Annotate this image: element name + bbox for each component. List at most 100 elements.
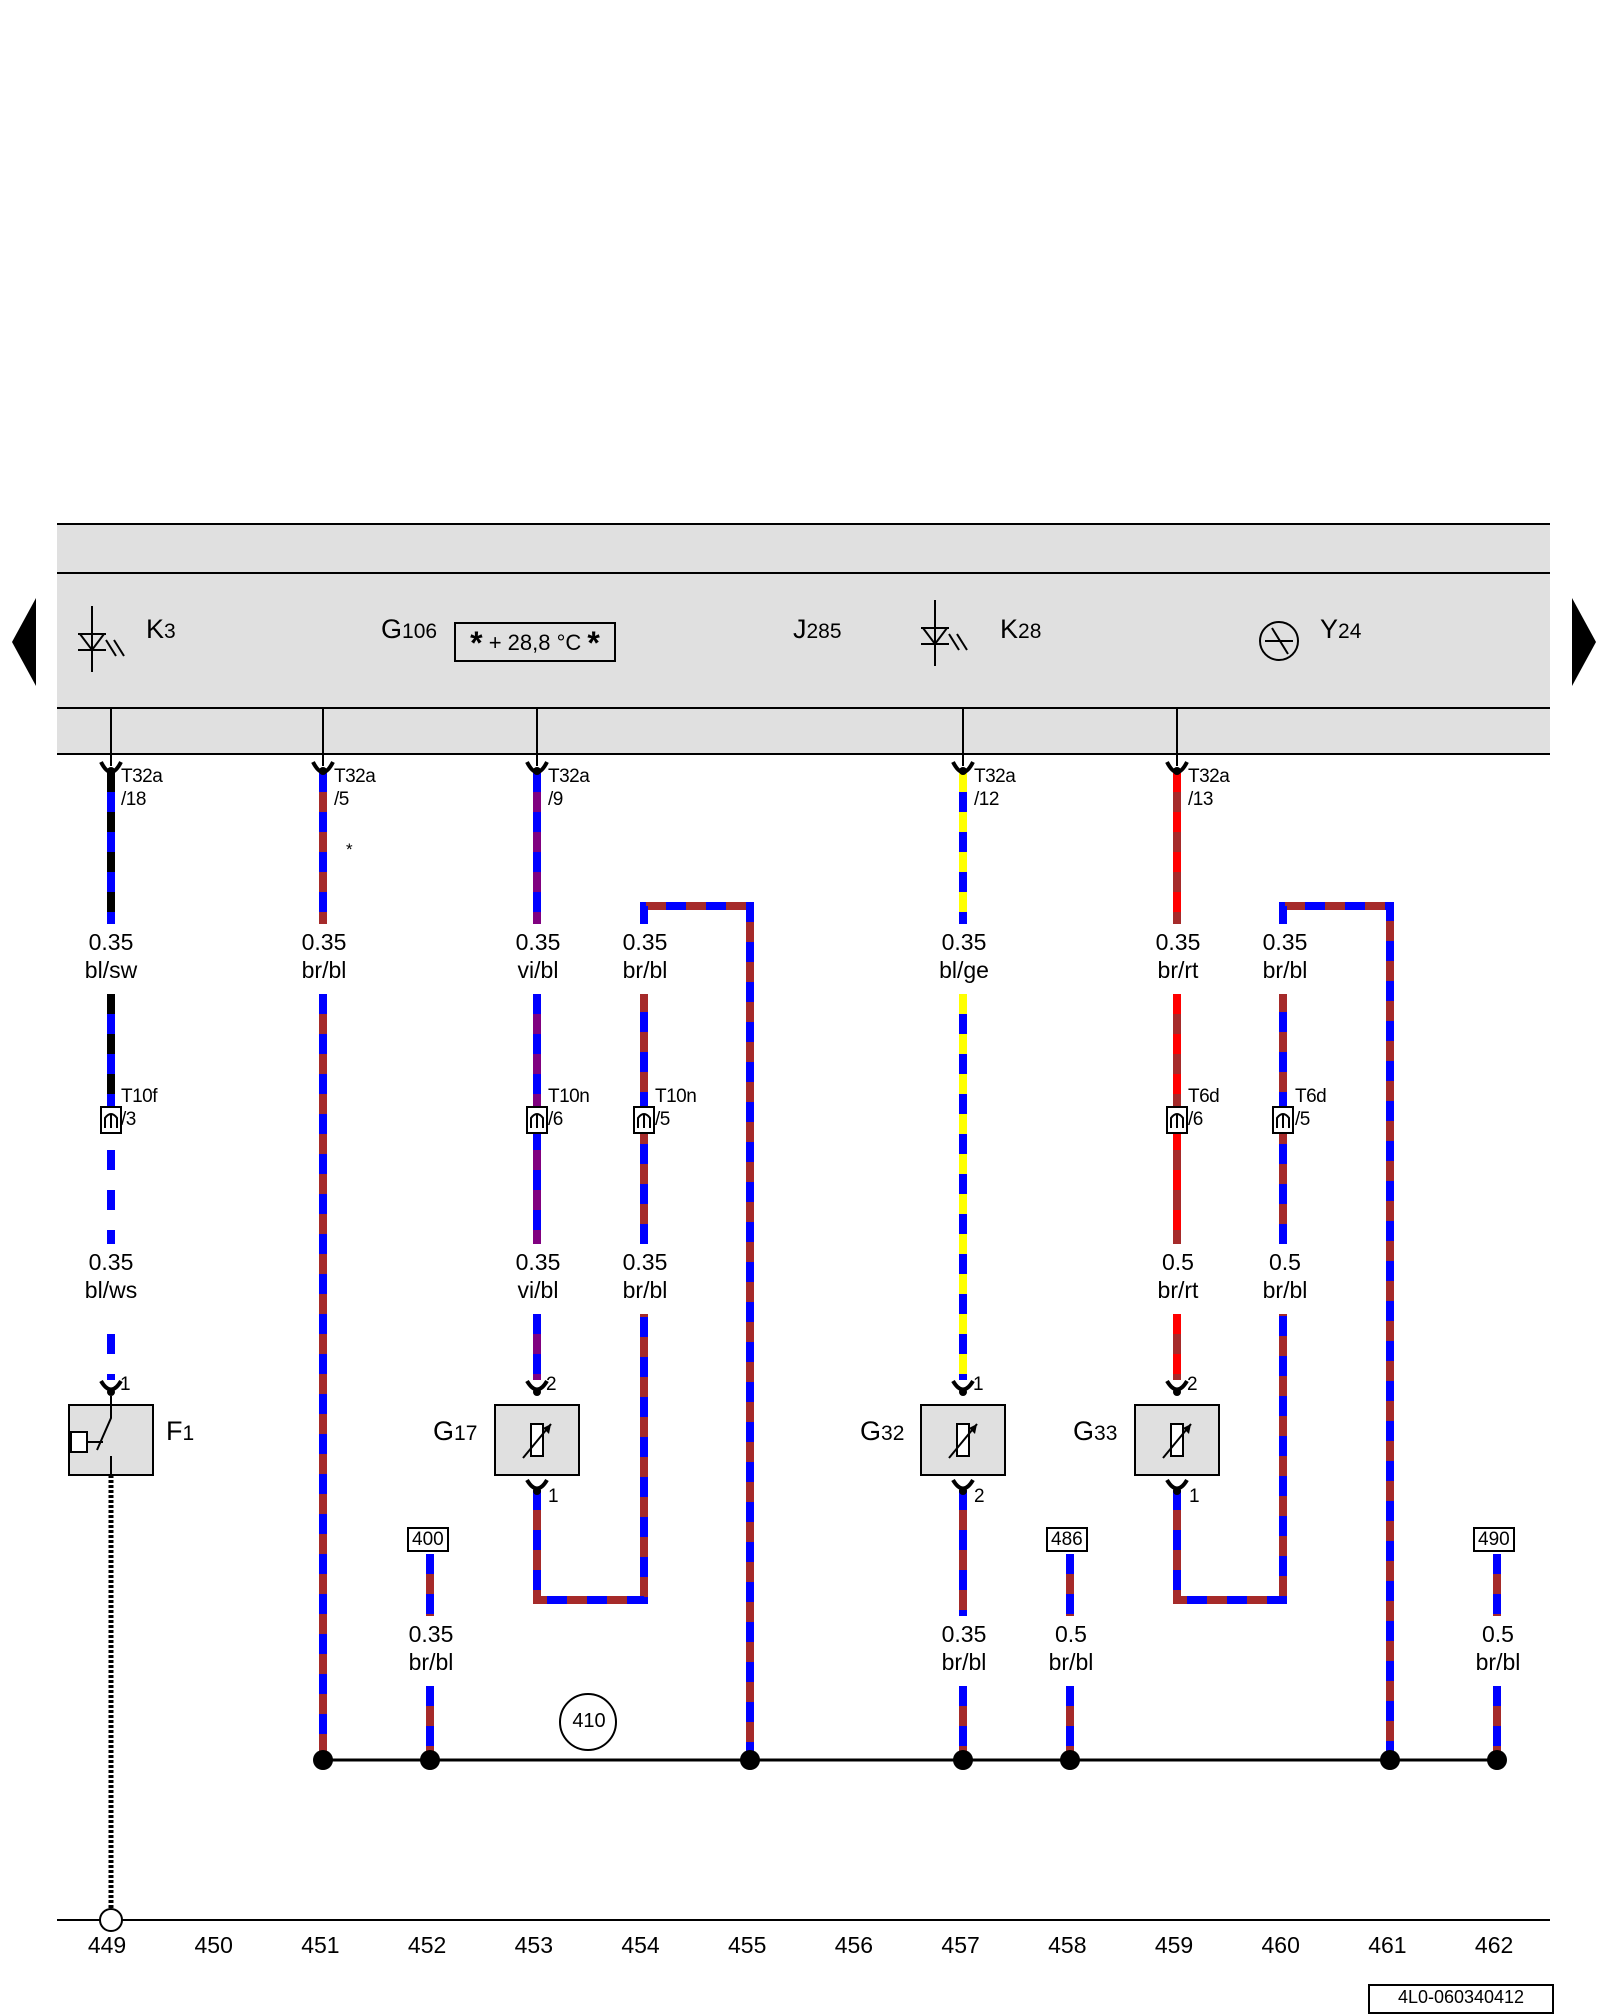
component-g32-label: G32 bbox=[860, 1416, 905, 1446]
pin-number: 1 bbox=[120, 1374, 131, 1395]
connector-label: T32a/18 bbox=[121, 766, 163, 810]
temperature-display: * + 28,8 °C * bbox=[454, 622, 616, 662]
ground-point-label: 410 bbox=[572, 1710, 606, 1732]
component-pin-icon bbox=[533, 1487, 541, 1495]
reference-box[interactable]: 400 bbox=[407, 1527, 449, 1552]
component-g33-label: G33 bbox=[1073, 1416, 1118, 1446]
connector-label: T32a/9 bbox=[548, 766, 590, 810]
junction-dot bbox=[1060, 1750, 1080, 1770]
pin-number: 1 bbox=[1189, 1486, 1200, 1507]
component-pin-icon bbox=[107, 1388, 115, 1396]
track-number: 451 bbox=[301, 1932, 340, 1958]
reference-box[interactable]: 486 bbox=[1046, 1527, 1088, 1552]
diagram-code: 4L0-060340412 bbox=[1368, 1984, 1554, 2014]
junction-dot bbox=[313, 1750, 333, 1770]
wire-segment bbox=[1279, 902, 1394, 1760]
component-g17-label: G17 bbox=[433, 1416, 478, 1446]
led-icon bbox=[921, 600, 968, 666]
connector-label: T10f/3 bbox=[121, 1086, 158, 1130]
track-number: 456 bbox=[834, 1932, 874, 1958]
connector-pin-icon bbox=[959, 767, 967, 775]
track-number: 460 bbox=[1261, 1932, 1300, 1958]
reference-box[interactable]: 490 bbox=[1473, 1527, 1515, 1552]
track-number: 454 bbox=[621, 1932, 660, 1958]
track-number: 449 bbox=[87, 1932, 127, 1958]
track-number: 458 bbox=[1048, 1932, 1087, 1958]
junction-dot bbox=[1487, 1750, 1507, 1770]
component-k28-label: K28 bbox=[1000, 614, 1042, 644]
connector-pin-icon bbox=[107, 767, 115, 775]
switch-icon bbox=[70, 1431, 88, 1453]
track-number: 459 bbox=[1154, 1932, 1194, 1958]
connector-label: T10n/5 bbox=[655, 1086, 697, 1130]
pin-number: 1 bbox=[973, 1374, 984, 1395]
wire-segment bbox=[640, 902, 754, 1760]
ground-point-circle bbox=[559, 1693, 617, 1751]
component-k3-label: K3 bbox=[146, 614, 176, 644]
connector-label: T32a/13 bbox=[1188, 766, 1230, 810]
track-number: 457 bbox=[941, 1932, 980, 1958]
connector-pin-icon bbox=[533, 767, 541, 775]
junction-dot bbox=[953, 1750, 973, 1770]
wire-segment bbox=[640, 902, 754, 1760]
connector-label: T10n/6 bbox=[548, 1086, 590, 1130]
indicator-icon bbox=[1259, 621, 1299, 661]
next-page-arrow-icon[interactable] bbox=[1572, 598, 1596, 686]
track-number: 450 bbox=[194, 1932, 233, 1958]
connector-label: T32a/5 bbox=[334, 766, 376, 810]
component-pin-icon bbox=[959, 1487, 967, 1495]
component-pin-icon bbox=[533, 1388, 541, 1396]
connector-pin-icon bbox=[1173, 767, 1181, 775]
junction-dot bbox=[420, 1750, 440, 1770]
track-number: 461 bbox=[1368, 1932, 1407, 1958]
component-y24-label: Y24 bbox=[1320, 614, 1362, 644]
component-pin-icon bbox=[1173, 1388, 1181, 1396]
component-f1-label: F1 bbox=[166, 1416, 195, 1446]
pin-number: 2 bbox=[974, 1486, 985, 1507]
connector-label: T6d/6 bbox=[1188, 1086, 1220, 1130]
connector-label: T6d/5 bbox=[1295, 1086, 1327, 1130]
component-j285-label: J285 bbox=[793, 614, 842, 644]
sensor-icon bbox=[969, 1424, 977, 1434]
junction-dot bbox=[740, 1750, 760, 1770]
track-number: 453 bbox=[514, 1932, 553, 1958]
track-number: 455 bbox=[728, 1932, 767, 1958]
component-pin-icon bbox=[959, 1388, 967, 1396]
sensor-icon bbox=[1183, 1424, 1191, 1434]
component-g106-label: G106 bbox=[381, 614, 438, 644]
sensor-icon bbox=[543, 1424, 551, 1434]
track-number: 462 bbox=[1474, 1932, 1514, 1958]
component-pin-icon bbox=[1173, 1487, 1181, 1495]
track-number: 452 bbox=[407, 1932, 447, 1958]
led-icon bbox=[78, 606, 125, 672]
pin-number: 2 bbox=[1187, 1374, 1198, 1395]
wire-segment bbox=[533, 1314, 648, 1604]
ground-terminal bbox=[99, 1908, 123, 1932]
connector-label: T32a/12 bbox=[974, 766, 1016, 810]
wire-segment bbox=[1279, 902, 1394, 1760]
asterisk-note: * bbox=[346, 840, 353, 859]
wire-segment bbox=[1173, 1314, 1287, 1604]
pin-number: 1 bbox=[548, 1486, 559, 1507]
connector-pin-icon bbox=[319, 767, 327, 775]
control-unit-panel bbox=[57, 524, 1550, 754]
previous-page-arrow-icon[interactable] bbox=[12, 598, 36, 686]
pin-number: 2 bbox=[546, 1374, 557, 1395]
